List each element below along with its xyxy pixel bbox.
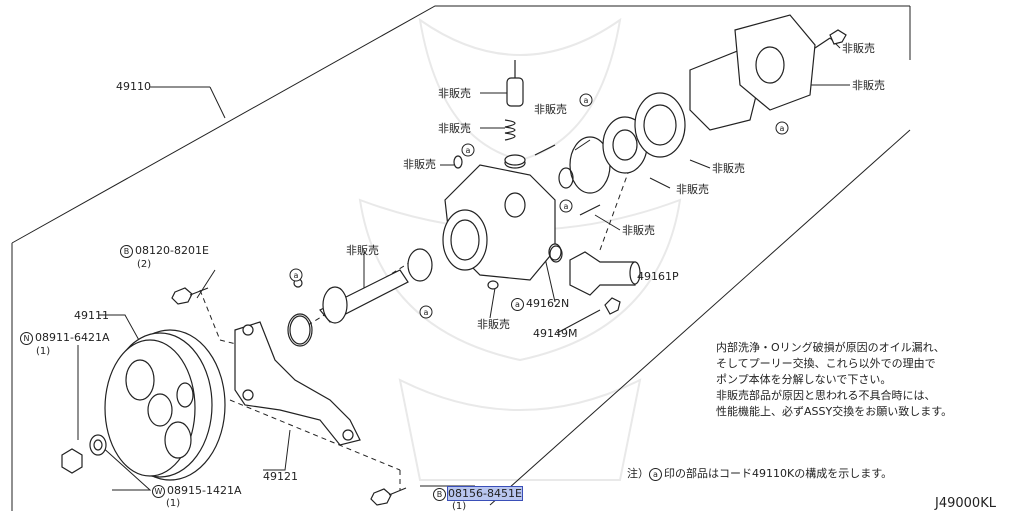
bolt-prefix-icon-bottom: B bbox=[433, 488, 446, 501]
not-for-sale-label-10: 非販売 bbox=[852, 79, 885, 92]
note-line-3: ポンプ本体を分解しないで下さい。 bbox=[716, 373, 892, 386]
diagram-code: J49000KL bbox=[935, 496, 996, 511]
svg-text:a: a bbox=[294, 271, 299, 280]
svg-text:a: a bbox=[584, 96, 589, 105]
qty-08120-8201E: (2) bbox=[137, 259, 152, 270]
bolt-parts bbox=[171, 29, 847, 506]
not-for-sale-label-3: 非販売 bbox=[403, 158, 436, 171]
svg-text:a: a bbox=[466, 146, 471, 155]
qty-08911-6421A: (1) bbox=[36, 346, 51, 357]
not-for-sale-label-8: 非販売 bbox=[676, 183, 709, 196]
note-line-4: 非販売部品が原因と思われる不具合時には、 bbox=[716, 389, 936, 402]
not-for-sale-label-2: 非販売 bbox=[438, 122, 471, 135]
cartridge-parts bbox=[602, 14, 816, 174]
not-for-sale-label-11: 非販売 bbox=[842, 42, 875, 55]
assy-marker-letters: a a a a a a bbox=[294, 96, 785, 317]
shaft-part bbox=[289, 248, 433, 345]
bolt-prefix-icon: B bbox=[120, 245, 133, 258]
label-49121[interactable]: 49121 bbox=[263, 470, 298, 483]
bracket-part bbox=[234, 321, 361, 446]
note-line-1: 内部洗浄・Oリング破損が原因のオイル漏れ、 bbox=[716, 341, 945, 354]
assy-markers bbox=[289, 93, 789, 319]
nut-part bbox=[61, 434, 107, 474]
note-line-2: そしてプーリー交換、これら以外での理由で bbox=[716, 357, 936, 370]
highlighted-part-number: 08156-8451E bbox=[447, 486, 523, 501]
nut-prefix-icon: N bbox=[20, 332, 33, 345]
assy-mark-icon: a bbox=[511, 298, 524, 311]
washer-prefix-icon: W bbox=[152, 485, 165, 498]
not-for-sale-label-1: 非販売 bbox=[438, 87, 471, 100]
not-for-sale-label-4: 非販売 bbox=[534, 103, 567, 116]
pump-body-part bbox=[442, 157, 562, 281]
valve-parts bbox=[453, 60, 601, 290]
assembly-outline bbox=[11, 5, 911, 511]
pulley-part bbox=[104, 329, 226, 481]
label-49111[interactable]: 49111 bbox=[74, 309, 109, 322]
label-49149M[interactable]: 49149M bbox=[533, 327, 578, 340]
outlet-pipe-part bbox=[569, 251, 641, 296]
svg-text:a: a bbox=[780, 124, 785, 133]
label-49110[interactable]: 49110 bbox=[116, 80, 151, 93]
leader-lines bbox=[77, 37, 850, 491]
not-for-sale-label-5: 非販売 bbox=[346, 244, 379, 257]
svg-text:a: a bbox=[564, 202, 569, 211]
svg-text:a: a bbox=[424, 308, 429, 317]
label-49161P[interactable]: 49161P bbox=[637, 270, 679, 283]
not-for-sale-label-6: 非販売 bbox=[477, 318, 510, 331]
assy-mark-icon-footnote: a bbox=[649, 468, 662, 481]
note-line-5: 性能機能上、必ずASSY交換をお願い致します。 bbox=[716, 405, 953, 418]
not-for-sale-label-7: 非販売 bbox=[622, 224, 655, 237]
qty-08156-8451E: (1) bbox=[452, 501, 467, 512]
qty-08915-1421A: (1) bbox=[166, 498, 181, 509]
not-for-sale-label-9: 非販売 bbox=[712, 162, 745, 175]
